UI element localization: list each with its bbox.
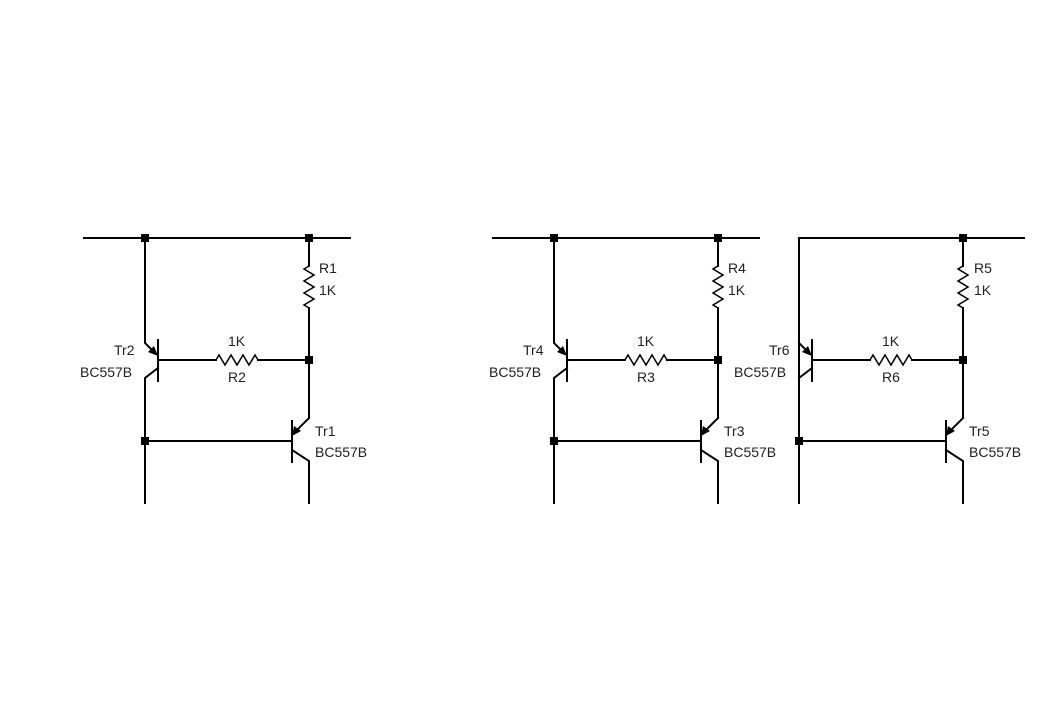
tr4-emitter-arrow: [557, 346, 567, 356]
junction-dot: [141, 437, 149, 445]
r2-resistor: [215, 353, 259, 367]
rc-value: 1K: [974, 282, 992, 298]
tr1-emitter-lead: [295, 416, 311, 432]
tr-top-label: Tr4: [523, 342, 544, 358]
tr6-collector-lead: [797, 366, 814, 380]
tr-top-type: BC557B: [489, 364, 541, 380]
junction-dot: [959, 234, 967, 242]
tr6-emitter-lead: [797, 341, 808, 352]
rb-value: 1K: [882, 333, 900, 349]
tr-top-label: Tr2: [114, 342, 135, 358]
tr-bottom-label: Tr1: [315, 423, 336, 439]
tr-top-label: Tr6: [769, 342, 790, 358]
junction-dot: [714, 234, 722, 242]
tr6-emitter-arrow: [802, 346, 812, 356]
tr2-emitter-arrow: [148, 346, 158, 356]
rc-label: R1: [319, 260, 337, 276]
tr2-collector-lead: [144, 366, 160, 504]
tr-top-type: BC557B: [80, 364, 132, 380]
junction-dot: [959, 356, 967, 364]
tr2-emitter-lead: [144, 237, 154, 352]
r3-resistor: [624, 353, 668, 367]
circuit-2: R4 1K 1K R3 Tr4 BC557B Tr3 BC557B: [489, 234, 776, 504]
tr5-collector-lead: [944, 448, 964, 504]
junction-dot: [305, 234, 313, 242]
junction-dot: [141, 234, 149, 242]
tr3-emitter-lead: [704, 416, 720, 432]
junction-dot: [714, 356, 722, 364]
junction-dot: [550, 234, 558, 242]
junction-dot: [795, 437, 803, 445]
tr1-emitter-arrow: [292, 426, 301, 436]
tr1-collector-lead: [290, 448, 310, 504]
rc-value: 1K: [319, 282, 337, 298]
circuit-1: R1 1K 1K R2 Tr2 BC557B Tr1 BC557B: [80, 234, 367, 504]
tr-bottom-label: Tr5: [969, 423, 990, 439]
rb-label: R3: [637, 369, 655, 385]
tr-bottom-type: BC557B: [969, 444, 1021, 460]
r6-resistor: [869, 353, 913, 367]
tr-bottom-label: Tr3: [724, 423, 745, 439]
circuit-3: R5 1K 1K R6 Tr6 BC557B Tr5 BC557B: [734, 234, 1025, 504]
tr4-collector-lead: [553, 366, 569, 504]
tr3-emitter-arrow: [701, 426, 710, 436]
tr-bottom-type: BC557B: [724, 444, 776, 460]
rc-value: 1K: [728, 282, 746, 298]
rb-value: 1K: [637, 333, 655, 349]
tr-bottom-type: BC557B: [315, 444, 367, 460]
tr-top-type: BC557B: [734, 364, 786, 380]
supply-rail: [798, 237, 1025, 504]
tr5-emitter-arrow: [946, 426, 955, 436]
r4-resistor: [711, 265, 725, 309]
rb-label: R6: [882, 369, 900, 385]
junction-dot: [305, 356, 313, 364]
junction-dot: [550, 437, 558, 445]
tr4-emitter-lead: [553, 237, 563, 352]
rc-label: R5: [974, 260, 992, 276]
r5-resistor: [956, 265, 970, 309]
rb-value: 1K: [228, 333, 246, 349]
rc-label: R4: [728, 260, 746, 276]
rb-label: R2: [228, 369, 246, 385]
tr3-collector-lead: [699, 448, 719, 504]
r1-resistor: [302, 265, 316, 309]
tr5-emitter-lead: [949, 416, 965, 432]
